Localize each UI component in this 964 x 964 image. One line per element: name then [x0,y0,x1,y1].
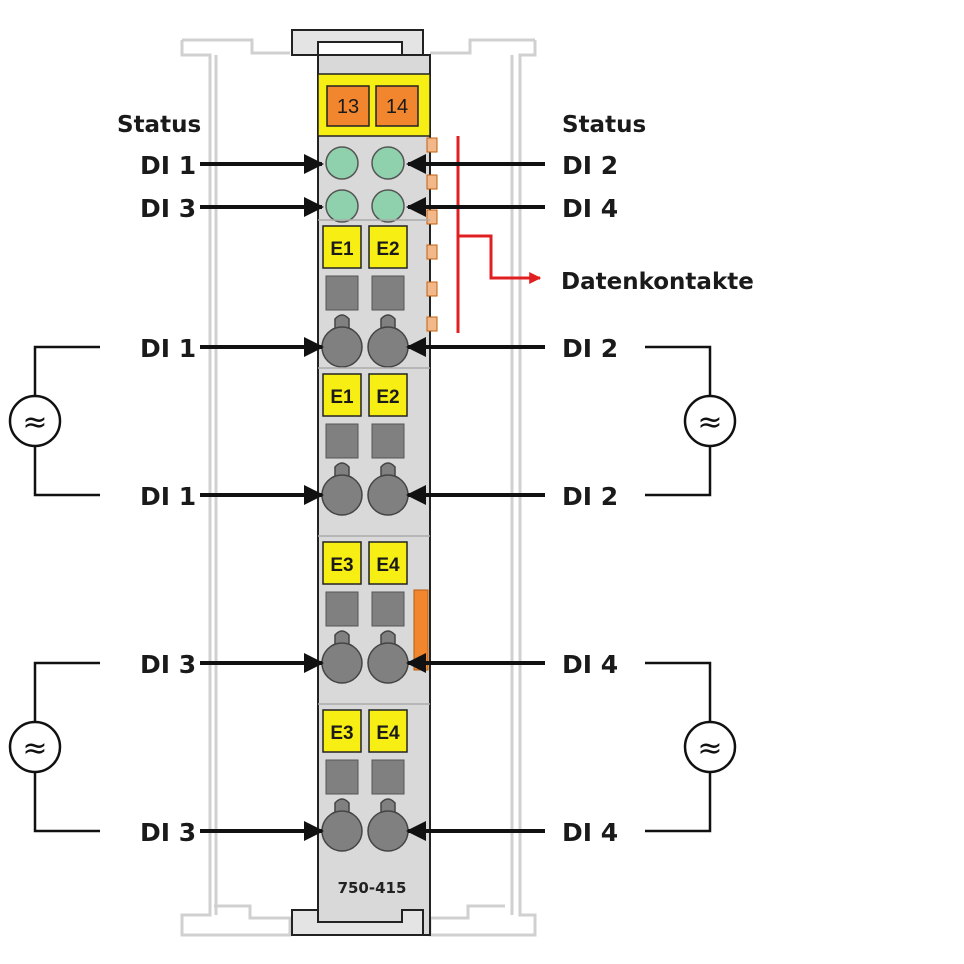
clamp-opening[interactable] [367,474,409,516]
signal-label-left: DI 1 [140,482,196,511]
release-slot[interactable] [371,423,405,459]
neighbor-module-outlines [180,38,537,937]
terminal-block: E3 E4 [318,535,430,684]
ac-symbol: ≈ [22,405,47,440]
signal-label-right: DI 2 [562,334,618,363]
clamp-opening[interactable] [367,810,409,852]
ac-source: ≈ [645,661,737,833]
ac-source: ≈ [8,345,100,497]
signal-label-left: DI 3 [140,818,196,847]
clamp-opening[interactable] [321,642,363,684]
release-slot[interactable] [371,275,405,311]
signal-layer: DI 1 DI 2 DI 1 DI 2 DI 3 DI 4 DI 3 DI 4 [140,334,618,847]
status-leds [325,146,405,223]
terminal-13-label: 13 [337,96,359,118]
ac-source: ≈ [8,661,100,833]
terminal-marker-label: E2 [376,387,399,408]
status-heading-left: Status [117,112,201,138]
release-slot[interactable] [371,759,405,795]
terminal-marker [368,541,408,585]
status-led-di1 [325,146,359,180]
status-led-di4 [371,189,405,223]
data-contacts-label: Datenkontakte [561,269,754,295]
ac-source-icon [8,394,62,448]
status-arrows [200,154,545,217]
status-label-di2: DI 2 [562,151,618,180]
terminal-marker [322,709,362,753]
release-slot[interactable] [371,591,405,627]
terminal-marker-label: E4 [376,723,400,744]
clamp-opening[interactable] [321,810,363,852]
terminal-marker-label: E4 [376,555,400,576]
signal-label-left: DI 3 [140,650,196,679]
terminal-marker-label: E1 [330,387,354,408]
terminal-marker-label: E3 [330,555,353,576]
status-label-di4: DI 4 [562,194,618,223]
terminal-block: E1 E2 [318,219,430,368]
terminal-marker-label: E2 [376,239,399,260]
data-contacts-indicator [456,136,542,333]
release-slot[interactable] [325,759,359,795]
model-number: 750-415 [338,879,407,897]
status-heading-right: Status [562,112,646,138]
terminal-marker-label: E3 [330,723,353,744]
release-slot[interactable] [325,423,359,459]
terminal-marker [368,373,408,417]
terminal-13[interactable] [326,85,370,127]
ac-symbol: ≈ [697,731,722,766]
terminal-14-label: 14 [386,96,408,118]
ac-source-icon [8,720,62,774]
status-led-di3 [325,189,359,223]
status-led-di2 [371,146,405,180]
status-label-di1: DI 1 [140,151,196,180]
terminal-marker [322,541,362,585]
terminal-block: E3 E4 [318,703,430,852]
terminal-marker [368,709,408,753]
terminal-14[interactable] [375,85,419,127]
source-layer: ≈ ≈ ≈ ≈ [8,345,737,833]
signal-label-right: DI 4 [562,650,618,679]
signal-label-right: DI 4 [562,818,618,847]
signal-label-left: DI 1 [140,334,196,363]
terminal-marker [322,373,362,417]
status-label-di3: DI 3 [140,194,196,223]
signal-label-right: DI 2 [562,482,618,511]
data-contacts [426,137,438,332]
ac-symbol: ≈ [22,731,47,766]
clamp-opening[interactable] [321,326,363,368]
terminal-marker-label: E1 [330,239,354,260]
terminal-marker [368,225,408,269]
clamp-opening[interactable] [367,326,409,368]
top-terminal-head: 13 14 [317,73,431,137]
release-slot[interactable] [325,275,359,311]
terminal-marker [322,225,362,269]
clamp-opening[interactable] [321,474,363,516]
release-slot[interactable] [325,591,359,627]
clamp-opening[interactable] [367,642,409,684]
side-marker [413,589,429,671]
ac-symbol: ≈ [697,405,722,440]
ac-source-icon [683,394,737,448]
ac-source: ≈ [645,345,737,497]
ac-source-icon [683,720,737,774]
terminal-block: E1 E2 [318,367,430,516]
